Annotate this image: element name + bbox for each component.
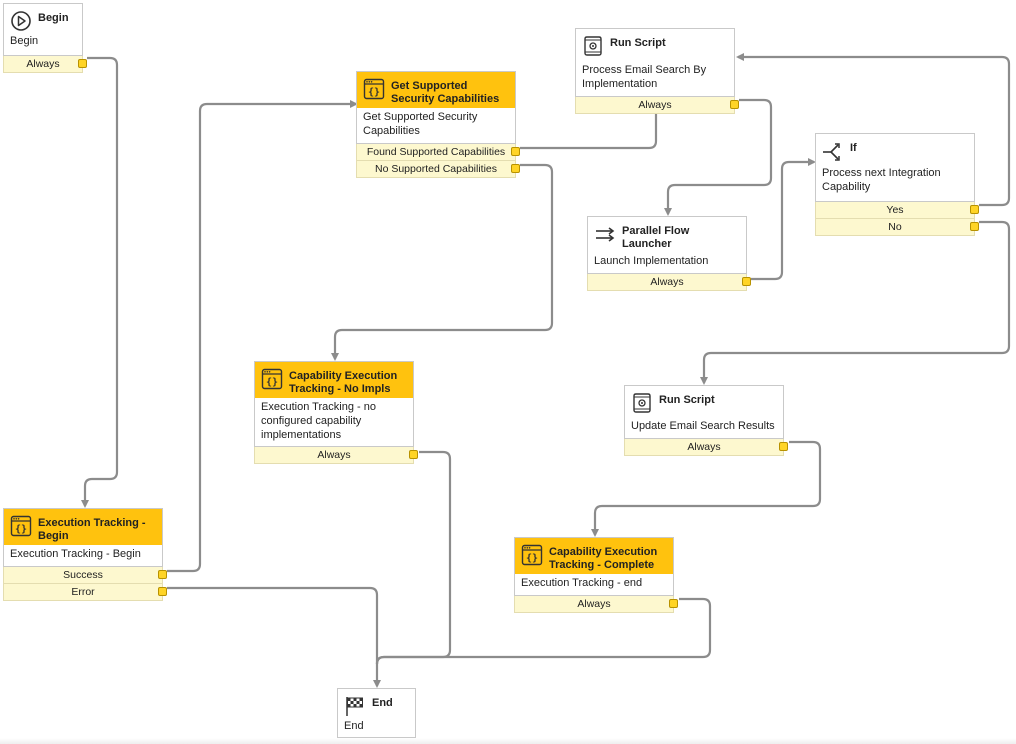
port-handle[interactable] (742, 277, 751, 286)
port-label: No (888, 221, 902, 233)
wire-run-script-2-to-complete[interactable] (591, 440, 822, 537)
wire-run-script-to-parallel[interactable] (664, 98, 773, 216)
svg-text:{}: {} (15, 524, 27, 535)
canvas-bottom-edge (0, 738, 1016, 744)
port-handle[interactable] (970, 222, 979, 231)
port-label: Always (687, 441, 721, 453)
node-description: Get Supported Security Capabilities (363, 111, 478, 137)
node-capability-tracking-no-impls[interactable]: {} Capability Execution Tracking - No Im… (254, 361, 418, 464)
node-get-supported-capabilities[interactable]: {} Get Supported Security Capabilities G… (356, 71, 520, 178)
port-label: No Supported Capabilities (375, 163, 497, 175)
play-circle-icon (11, 11, 31, 31)
port-handle[interactable] (669, 599, 678, 608)
wire-no-impls-to-end[interactable] (375, 450, 452, 665)
node-capability-tracking-complete[interactable]: {} Capability Execution Tracking - Compl… (514, 537, 678, 613)
port-error[interactable]: Error (3, 584, 167, 601)
port-label: Found Supported Capabilities (366, 146, 506, 158)
node-title: End (372, 697, 393, 709)
port-handle[interactable] (409, 450, 418, 459)
node-title: Capability Execution Tracking - Complete (549, 546, 658, 571)
node-title: Run Script (610, 37, 666, 49)
port-yes[interactable]: Yes (815, 202, 979, 219)
port-success[interactable]: Success (3, 567, 167, 584)
node-execution-tracking-begin[interactable]: {} Execution Tracking - Begin Execution … (3, 508, 167, 601)
wire-begin-to-exec-begin[interactable] (81, 56, 119, 508)
node-description: End (344, 720, 364, 732)
node-run-script-update-results[interactable]: Run Script Update Email Search Results A… (624, 385, 788, 456)
node-description: Process Email Search By Implementation (582, 64, 707, 90)
port-handle[interactable] (779, 442, 788, 451)
port-handle[interactable] (730, 100, 739, 109)
parallel-arrows-icon (596, 227, 615, 242)
node-title: Parallel Flow Launcher (622, 225, 690, 250)
port-handle[interactable] (511, 147, 520, 156)
port-always[interactable]: Always (575, 97, 739, 114)
wire-error-to-end[interactable] (167, 586, 381, 688)
wire-complete-to-end[interactable] (375, 597, 712, 665)
script-braces-icon: {} (10, 515, 32, 537)
node-description: Execution Tracking - end (521, 577, 643, 589)
node-description: Update Email Search Results (631, 420, 775, 432)
port-always[interactable]: Always (254, 447, 418, 464)
port-label: Success (63, 569, 103, 581)
port-label: Always (26, 58, 60, 70)
node-title: Begin (38, 12, 69, 24)
wire-no-to-run-script-2[interactable] (700, 220, 1011, 385)
port-label: Always (577, 598, 611, 610)
port-always[interactable]: Always (3, 56, 87, 73)
node-title: If (850, 142, 857, 154)
svg-text:{}: {} (526, 553, 538, 564)
wire-yes-to-run-script[interactable] (736, 53, 1011, 207)
wire-none-to-no-impls[interactable] (331, 163, 554, 361)
node-title: Execution Tracking - Begin (38, 517, 146, 542)
script-braces-icon: {} (261, 368, 283, 390)
port-found-capabilities[interactable]: Found Supported Capabilities (356, 144, 520, 161)
node-begin[interactable]: Begin Begin Always (3, 3, 87, 73)
scroll-gear-icon (584, 36, 602, 56)
node-description: Begin (10, 35, 39, 47)
script-braces-icon: {} (363, 78, 385, 100)
port-label: Error (71, 586, 95, 598)
branch-icon (823, 143, 840, 161)
node-title: Run Script (659, 394, 715, 406)
node-description: Execution Tracking - Begin (10, 548, 141, 560)
port-label: Yes (886, 204, 904, 216)
port-always[interactable]: Always (587, 274, 751, 291)
node-description: Process next Integration Capability (822, 167, 941, 193)
port-always[interactable]: Always (514, 596, 678, 613)
node-end[interactable]: End End (337, 688, 416, 738)
node-if[interactable]: If Process next Integration Capability Y… (815, 133, 979, 236)
node-run-script-process-email[interactable]: Run Script Process Email Search By Imple… (575, 28, 739, 114)
script-braces-icon: {} (521, 544, 543, 566)
port-handle[interactable] (78, 59, 87, 68)
node-description: Execution Tracking - no configured capab… (261, 401, 376, 441)
wire-parallel-to-if[interactable] (751, 158, 816, 281)
svg-text:{}: {} (368, 87, 380, 98)
node-parallel-flow-launcher[interactable]: Parallel Flow Launcher Launch Implementa… (587, 216, 751, 291)
wire-success-to-get-caps[interactable] (167, 100, 358, 573)
node-description: Launch Implementation (594, 255, 709, 267)
port-label: Always (317, 449, 351, 461)
port-no[interactable]: No (815, 219, 979, 236)
port-label: Always (638, 99, 672, 111)
node-title: Capability Execution Tracking - No Impls (289, 370, 398, 395)
wire-found-to-run-script[interactable] (520, 109, 658, 150)
port-handle[interactable] (511, 164, 520, 173)
port-label: Always (650, 276, 684, 288)
port-handle[interactable] (970, 205, 979, 214)
port-no-capabilities[interactable]: No Supported Capabilities (356, 161, 520, 178)
port-handle[interactable] (158, 587, 167, 596)
port-handle[interactable] (158, 570, 167, 579)
port-always[interactable]: Always (624, 439, 788, 456)
scroll-gear-icon (633, 393, 651, 413)
node-title: Get Supported Security Capabilities (391, 80, 500, 105)
svg-text:{}: {} (266, 377, 278, 388)
checkered-flag-icon (346, 697, 363, 716)
